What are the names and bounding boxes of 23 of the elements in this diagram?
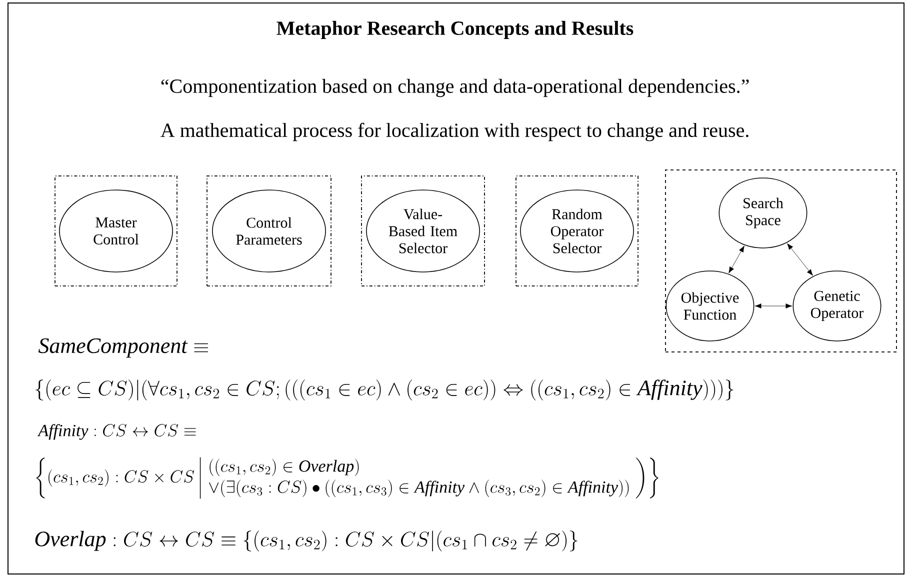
double-arrow bbox=[728, 246, 744, 274]
dashed-frame bbox=[665, 170, 897, 352]
formula: $\mathit{Affinity} : CS \leftrightarrow CS \equiv$ bbox=[37, 424, 196, 440]
circle-node: Master Control bbox=[59, 190, 173, 272]
dashed-frame bbox=[206, 176, 332, 286]
formula: $\mathit{SameComponent} \equiv$ bbox=[38, 338, 208, 358]
circle-node: Genetic Operator bbox=[792, 270, 882, 342]
circle-node: Random Operator Selector bbox=[520, 190, 634, 272]
title: Metaphor Research Concepts and Results bbox=[276, 20, 634, 40]
dashed-frame bbox=[361, 176, 485, 286]
circle-node: Value-Based Item Selector bbox=[366, 190, 480, 272]
formula: $\mathit{Overlap} : CS \leftrightarrow CS \equiv \Big\{\big(cs_{1}, cs_{2}\big) : CS \times CS \Big| \big(cs_{1} \cap cs_{2} \neq \varnothing\big)\Big\}$ bbox=[35, 530, 578, 552]
formula: $\Big\{\big(ec \subseteq CS\big)\Big|\Big(\forall cs_{1}, cs_{2} \in CS ; \Big(\big(\big(cs_{1} \in ec\big) \wedge \big(cs_{2} \in ec\big)\big) \Leftrightarrow \big(\big(cs_{1}, cs_{2}\big) \in \mathit{Affinity}\big)\Big)\Big)\Big\}$ bbox=[36, 380, 734, 400]
double-arrow bbox=[787, 243, 813, 276]
dashed-frame bbox=[516, 176, 638, 286]
dashed-frame bbox=[54, 176, 178, 286]
formula: $\left\{ (cs_{1}, cs_{2}) : CS \times CS \left| \begin{array}{l} ((cs_{1}, cs_{2}) \in \mathit{Overlap}) \\ \vee (\exists (cs_{3} : CS) \bullet ((cs_{1}, cs_{3}) \in \mathit{Affinity} \wedge (cs_{3}, cs_{2}) \in \mathit{Affinity})) \end{array} \right) \right\}$ bbox=[36, 457, 658, 499]
circle-node: Control Parameters bbox=[212, 190, 326, 272]
circle-node: Search Space bbox=[718, 178, 808, 248]
statement-text: A mathematical process for localization with respect to change and reuse. bbox=[160, 122, 748, 142]
circle-node: Objective Function bbox=[666, 270, 754, 342]
statement-text: “Componentization based on change and data-operational dependencies.” bbox=[161, 78, 749, 98]
double-arrow bbox=[754, 304, 792, 308]
